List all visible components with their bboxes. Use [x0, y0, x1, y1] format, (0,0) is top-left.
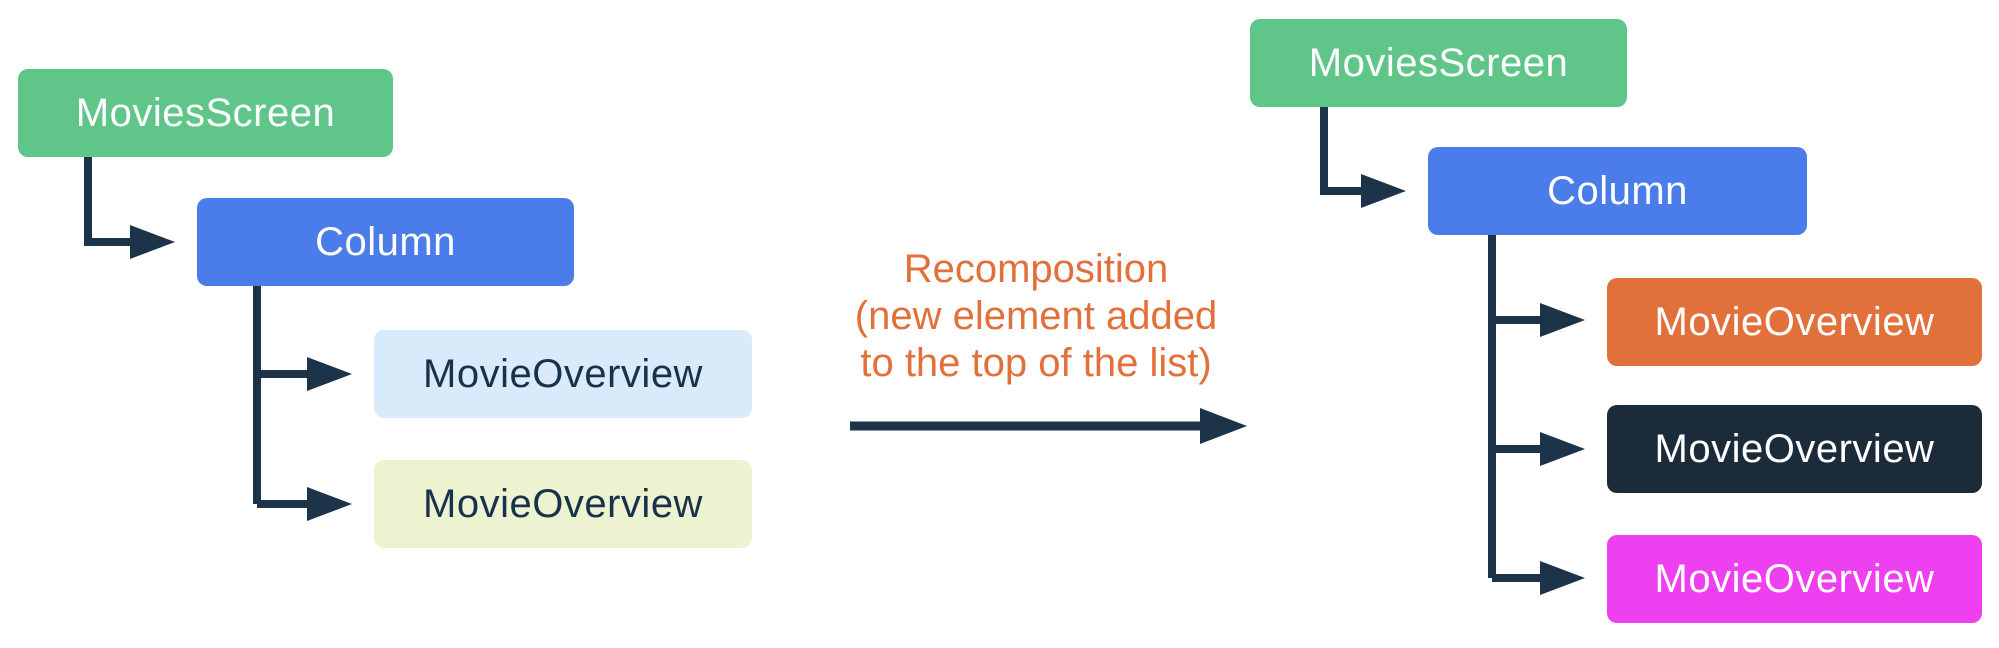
node-moviesscreen-right: MoviesScreen: [1250, 19, 1627, 107]
caption-line-1: Recomposition: [903, 247, 1169, 291]
arrowhead-icon: [1361, 174, 1406, 208]
caption-line-2: (new element added: [854, 294, 1218, 338]
recomposition-arrow: [850, 408, 1247, 444]
node-moviesscreen-left: MoviesScreen: [18, 69, 393, 157]
left-elbow-connector: [84, 157, 175, 259]
right-elbow-connector: [1320, 107, 1406, 208]
node-movieoverview-left-2: MovieOverview: [374, 460, 752, 548]
node-column-left: Column: [197, 198, 574, 286]
left-branch-connectors: [253, 286, 352, 521]
arrowhead-icon: [1540, 432, 1585, 466]
arrowhead-icon: [1540, 303, 1585, 337]
arrowhead-icon: [307, 357, 352, 391]
arrowhead-icon: [130, 225, 175, 259]
arrowhead-icon: [1540, 561, 1585, 595]
node-column-right: Column: [1428, 147, 1807, 235]
arrowhead-icon: [1200, 408, 1247, 444]
node-movieoverview-right-1: MovieOverview: [1607, 278, 1982, 366]
right-branch-connectors: [1488, 235, 1585, 595]
node-movieoverview-right-3: MovieOverview: [1607, 535, 1982, 623]
node-movieoverview-right-2: MovieOverview: [1607, 405, 1982, 493]
caption-line-3: to the top of the list): [860, 341, 1212, 385]
node-movieoverview-left-1: MovieOverview: [374, 330, 752, 418]
recomposition-caption: Recomposition (new element added to the …: [786, 246, 1286, 387]
arrowhead-icon: [307, 487, 352, 521]
